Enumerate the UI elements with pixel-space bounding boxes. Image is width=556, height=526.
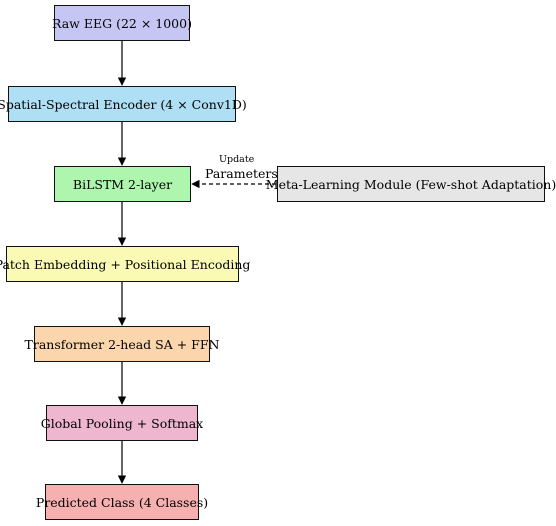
spatial-spectral-encoder-node: Spatial-Spectral Encoder (4 × Conv1D) bbox=[0, 86, 247, 122]
transformer-node: Transformer 2-head SA + FFN bbox=[25, 326, 219, 362]
raw-eeg-node: Raw EEG (22 × 1000) bbox=[52, 5, 192, 41]
meta-learning-node: Meta-Learning Module (Few-shot Adaptatio… bbox=[266, 166, 556, 202]
edge-label-update: Update bbox=[219, 154, 255, 165]
edge-label-parameters: Parameters bbox=[205, 166, 278, 181]
predicted-class-node: Predicted Class (4 Classes) bbox=[36, 484, 208, 520]
patch-embedding-node: Patch Embedding + Positional Encoding bbox=[0, 246, 250, 282]
bilstm-node: BiLSTM 2-layer bbox=[54, 166, 191, 202]
global-pooling-node: Global Pooling + Softmax bbox=[41, 405, 203, 441]
